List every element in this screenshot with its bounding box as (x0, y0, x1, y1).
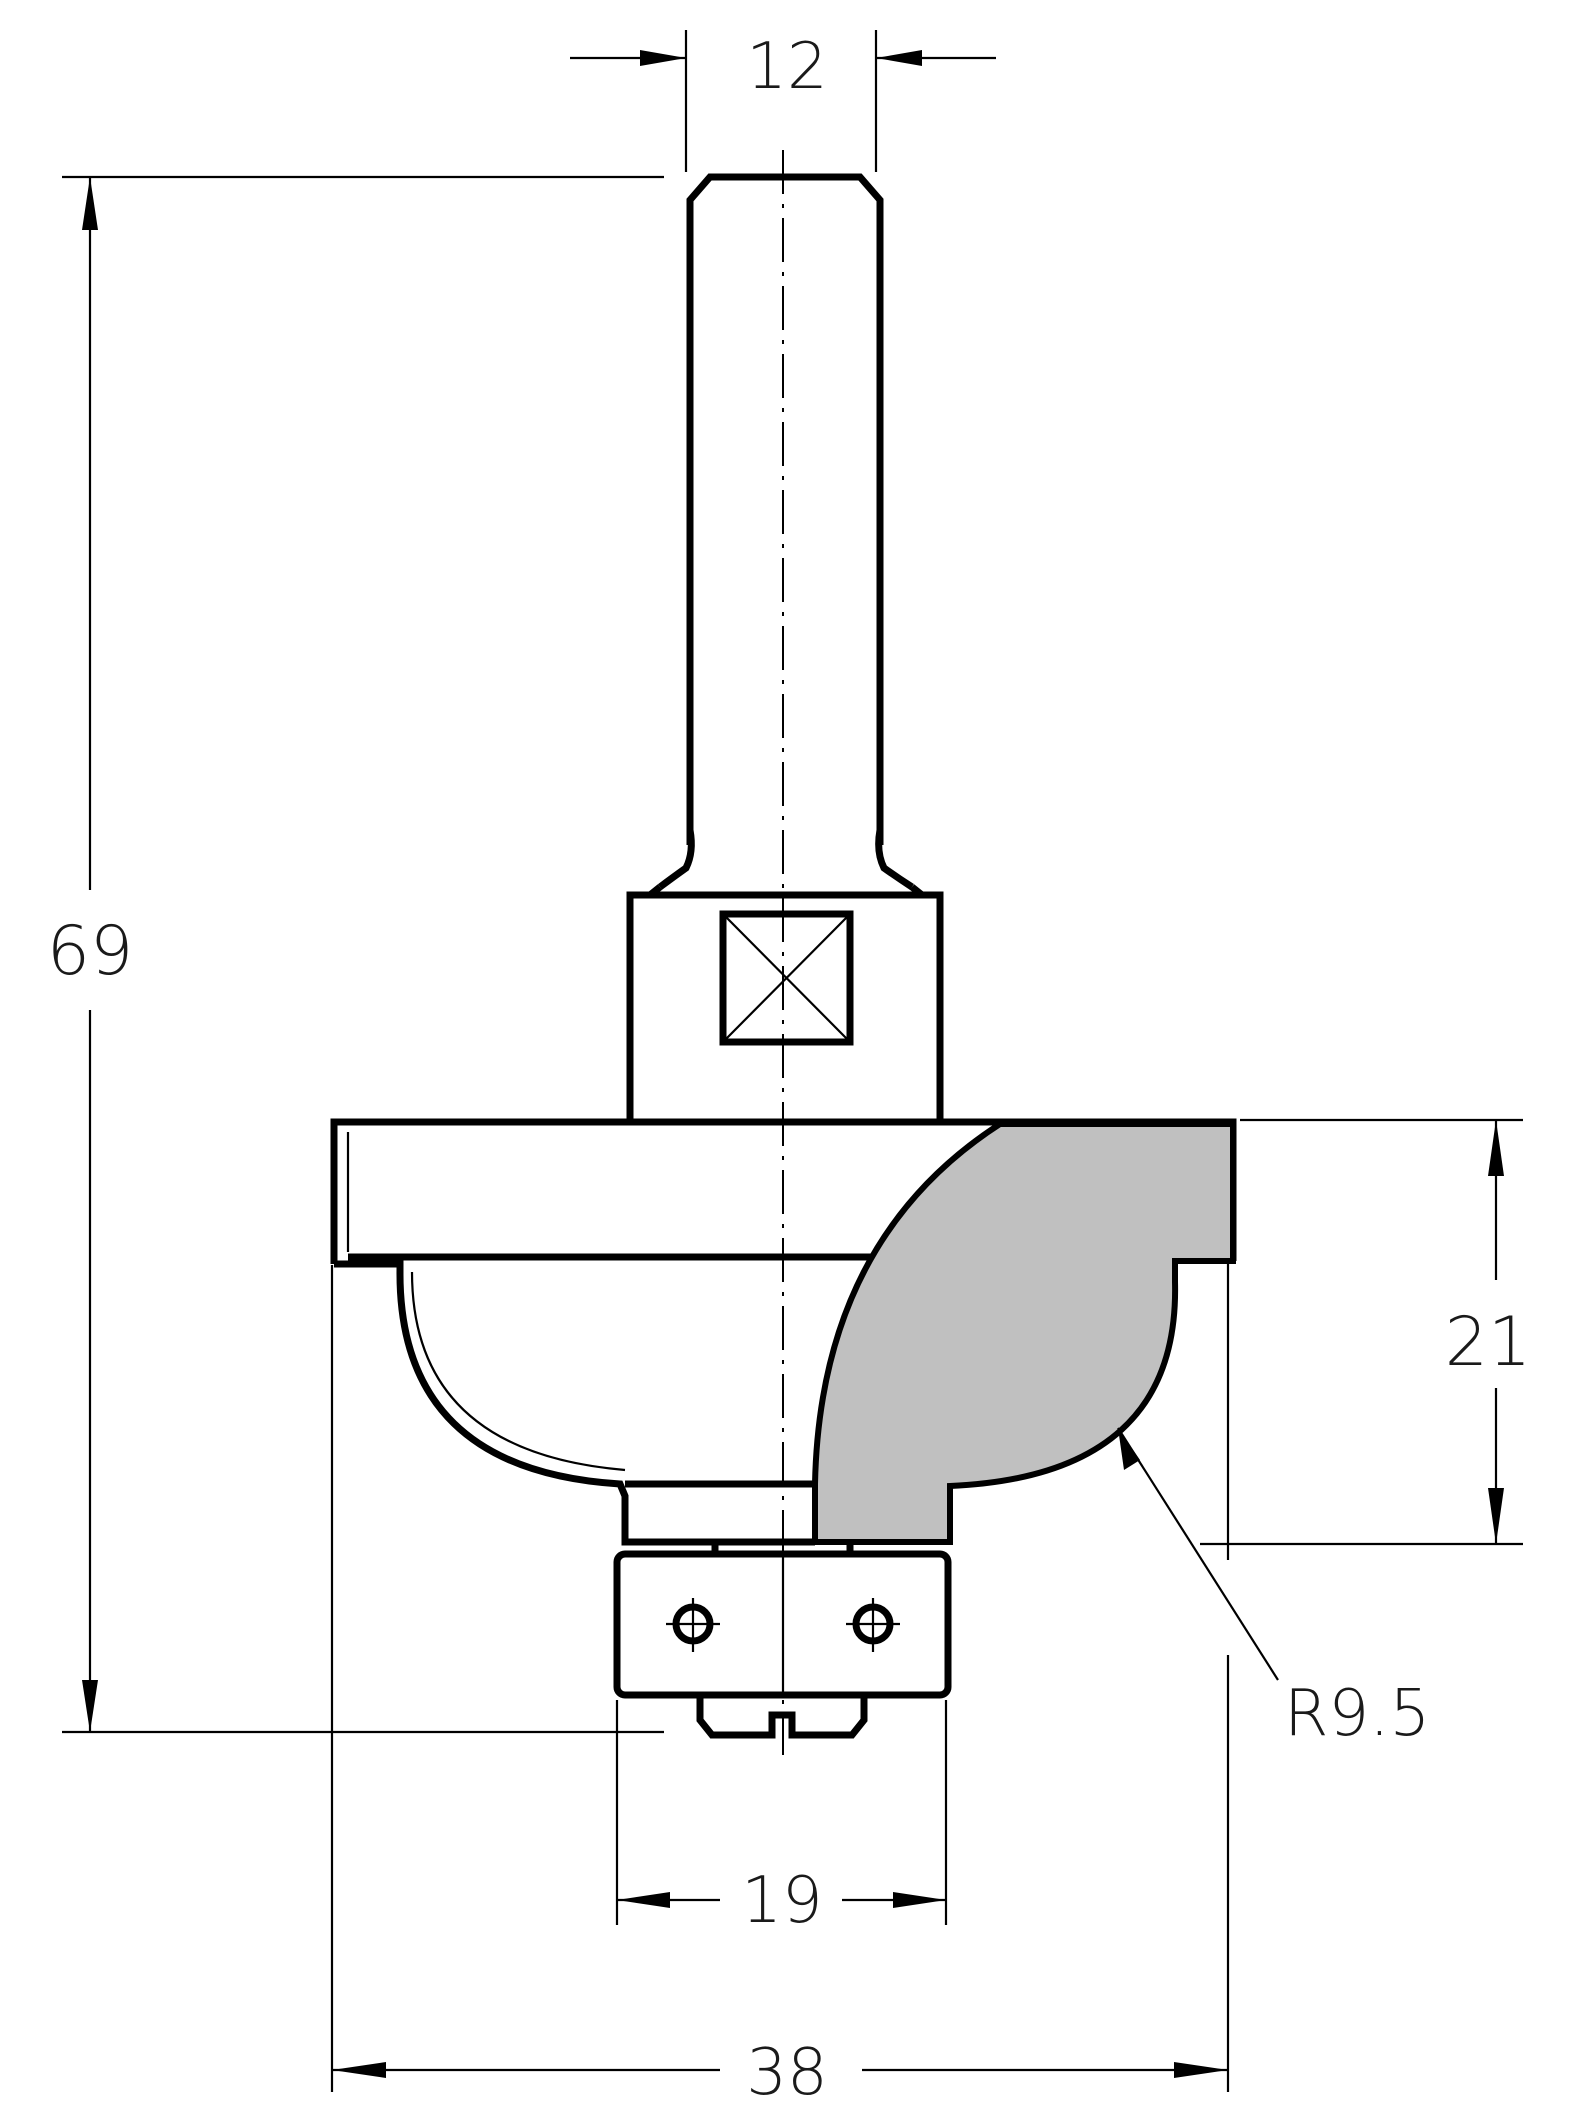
wrench-flat (719, 910, 854, 1046)
dim-bearing-diameter (615, 1700, 948, 1925)
label-overall-length: 69 (47, 912, 134, 991)
dim-shank-diameter (570, 30, 996, 172)
label-profile-radius: R9.5 (1284, 1677, 1430, 1751)
label-cutting-height: 21 (1445, 1303, 1532, 1382)
dim-cutting-diameter (330, 1260, 1230, 2092)
label-cutting-diameter: 38 (746, 2036, 827, 2104)
label-shank-diameter: 12 (746, 30, 827, 104)
carbide-profile (812, 1121, 1236, 1545)
bearing (613, 1545, 952, 1699)
dim-cutting-height (1200, 1118, 1523, 1546)
shank (626, 173, 944, 1120)
bearing-screw (696, 1697, 868, 1739)
dim-overall-length (62, 175, 664, 1734)
dim-profile-radius (1117, 1427, 1279, 1681)
label-bearing-diameter: 19 (741, 1864, 822, 1938)
